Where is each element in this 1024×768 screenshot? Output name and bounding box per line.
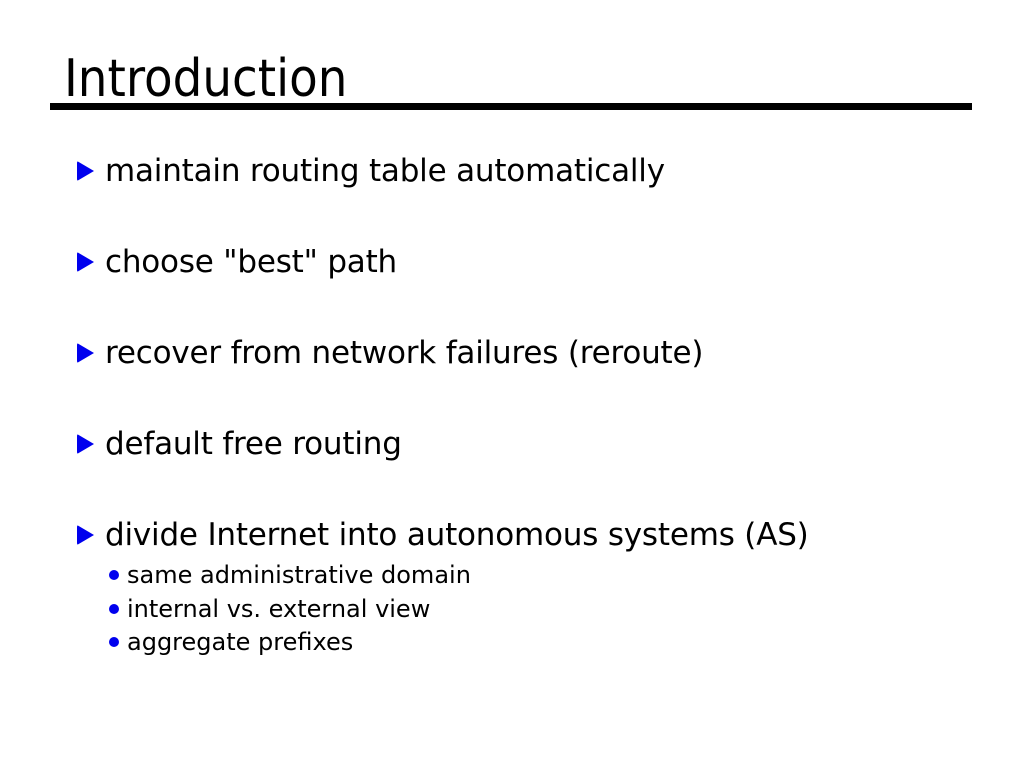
sub-bullet-item: internal vs. external view — [109, 592, 430, 626]
sub-bullet-text: aggregate prefixes — [127, 628, 354, 656]
sub-bullet-text: internal vs. external view — [127, 595, 431, 623]
triangle-bullet-icon — [77, 252, 94, 272]
sub-bullet-text: same administrative domain — [127, 561, 471, 589]
bullet-text: divide Internet into autonomous systems … — [105, 517, 809, 553]
dot-bullet-icon — [109, 604, 119, 614]
slide-title: Introduction — [64, 49, 348, 109]
bullet-item: maintain routing table automatically — [77, 151, 665, 191]
triangle-bullet-icon — [77, 525, 94, 545]
sub-bullet-item: same administrative domain — [109, 558, 471, 592]
bullet-text: choose "best" path — [105, 244, 398, 280]
bullet-item: recover from network failures (reroute) — [77, 333, 703, 373]
bullet-text: maintain routing table automatically — [105, 153, 665, 189]
bullet-text: recover from network failures (reroute) — [105, 335, 704, 371]
triangle-bullet-icon — [77, 343, 94, 363]
bullet-item: divide Internet into autonomous systems … — [77, 515, 809, 555]
bullet-item: choose "best" path — [77, 242, 397, 282]
bullet-item: default free routing — [77, 424, 402, 464]
triangle-bullet-icon — [77, 434, 94, 454]
triangle-bullet-icon — [77, 161, 94, 181]
dot-bullet-icon — [109, 570, 119, 580]
dot-bullet-icon — [109, 637, 119, 647]
bullet-text: default free routing — [105, 426, 402, 462]
title-underline-rule — [50, 103, 972, 110]
sub-bullet-item: aggregate prefixes — [109, 625, 353, 659]
